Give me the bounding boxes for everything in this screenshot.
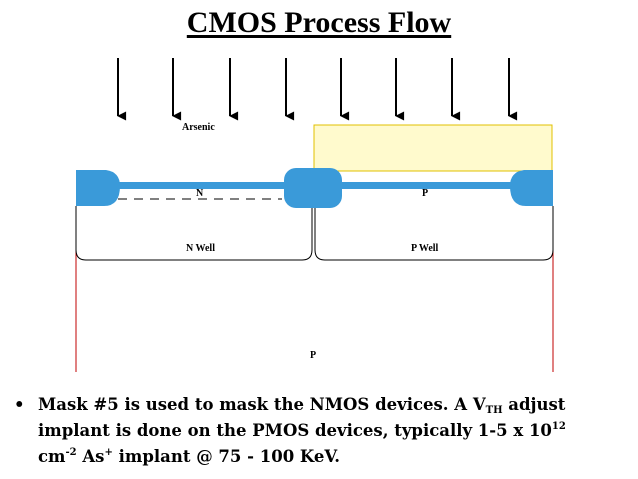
slide-title: CMOS Process Flow xyxy=(186,6,452,39)
n-well-label: N Well xyxy=(186,243,215,254)
field-oxide-center xyxy=(284,168,342,208)
arsenic-label: Arsenic xyxy=(182,122,215,133)
p-region-label: P xyxy=(422,188,428,199)
p-well-label: P Well xyxy=(411,243,439,254)
arsenic-implant-arrows xyxy=(117,58,518,121)
n-region-label: N xyxy=(196,188,204,199)
mask-photoresist xyxy=(313,124,553,172)
n-well-boundary xyxy=(75,206,313,261)
field-oxide-right xyxy=(510,170,553,206)
thin-oxide-left xyxy=(118,182,288,189)
p-well-boundary xyxy=(314,206,554,261)
thin-oxide-right xyxy=(338,182,513,189)
description-bullet: • Mask #5 is used to mask the NMOS devic… xyxy=(14,392,626,470)
bullet-marker: • xyxy=(14,395,25,414)
substrate-label: P xyxy=(310,350,316,361)
field-oxide-left xyxy=(76,170,120,206)
bullet-text: Mask #5 is used to mask the NMOS devices… xyxy=(38,395,566,466)
